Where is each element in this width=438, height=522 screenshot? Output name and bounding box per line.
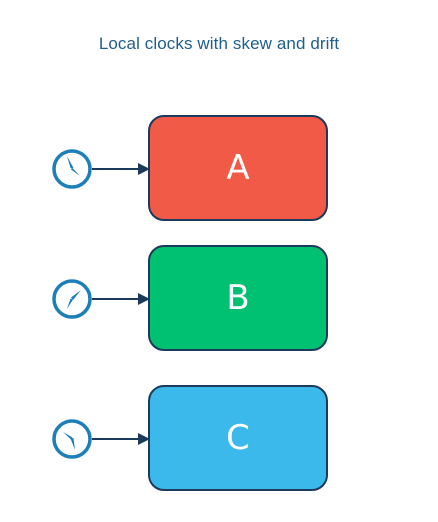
node-label: B <box>226 278 250 318</box>
node-b: B <box>148 245 328 351</box>
node-row-c: C <box>0 385 438 495</box>
node-row-a: A <box>0 115 438 225</box>
diagram-title: Local clocks with skew and drift <box>98 34 340 53</box>
node-label: C <box>226 418 250 458</box>
node-row-b: B <box>0 245 438 355</box>
node-c: C <box>148 385 328 491</box>
arrow-icon <box>92 433 150 445</box>
clock-icon <box>52 149 92 189</box>
clock-icon <box>52 279 92 319</box>
arrow-icon <box>92 163 150 175</box>
node-label: A <box>226 148 250 188</box>
node-a: A <box>148 115 328 221</box>
clock-icon <box>52 419 92 459</box>
arrow-icon <box>92 293 150 305</box>
